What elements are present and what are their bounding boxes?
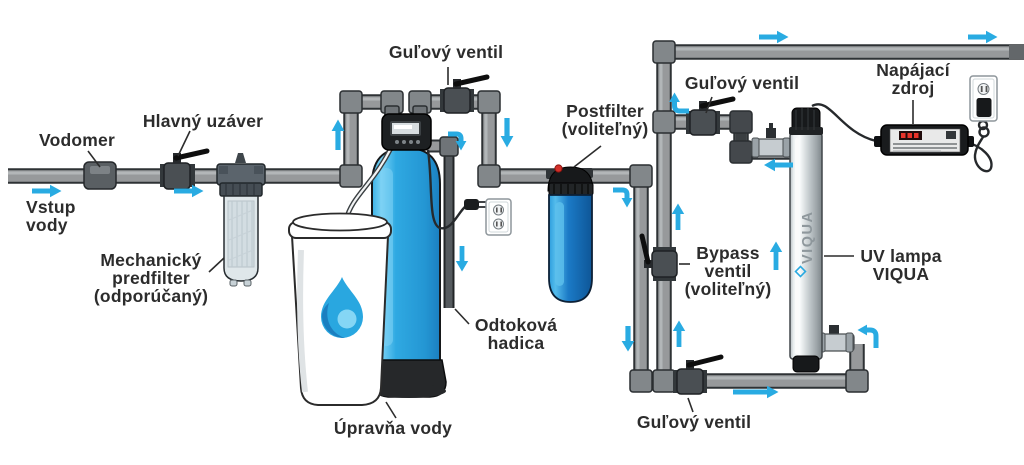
brine-tank xyxy=(288,212,392,406)
label-main-shutoff: Hlavný uzáver xyxy=(142,111,264,131)
bypass-valve xyxy=(639,233,678,281)
label-ball-valve-bottom: Guľový ventil xyxy=(636,412,752,432)
uv-top-fitting xyxy=(751,123,791,158)
softener-control-head xyxy=(381,113,432,151)
flow-arrows xyxy=(32,30,998,399)
leader-lines xyxy=(87,67,914,419)
label-ball-valve-top: Guľový ventil xyxy=(388,42,504,62)
pipe-fittings xyxy=(339,40,869,393)
uv-power-cable xyxy=(811,103,877,143)
label-ball-valve-right: Guľový ventil xyxy=(684,73,800,93)
label-power-supply: Napájací zdroj xyxy=(876,60,950,98)
power-outlet xyxy=(485,198,512,236)
water-softener xyxy=(343,113,486,398)
water-drop-icon xyxy=(321,277,363,338)
prefilter xyxy=(216,153,266,287)
ball-valve-bottom-line xyxy=(673,354,724,395)
label-postfilter: Postfilter (voliteľný) xyxy=(561,101,649,139)
pressure-release-button xyxy=(554,164,563,173)
main-shutoff-valve xyxy=(160,148,210,190)
viqua-logo-icon xyxy=(794,265,807,278)
pipe-end-shade xyxy=(1009,45,1024,59)
power-supply-unit xyxy=(874,124,974,156)
ball-valve-softener xyxy=(440,74,490,114)
ball-valve-uv-line xyxy=(686,96,736,136)
plugged-plug xyxy=(976,98,992,117)
water-meter xyxy=(83,161,117,190)
label-bypass-valve: Bypass ventil (voliteľný) xyxy=(684,243,772,299)
power-plug xyxy=(464,199,486,210)
label-prefilter: Mechanický predfilter (odporúčaný) xyxy=(93,250,209,306)
uv-lamp: VIQUA xyxy=(751,107,855,373)
label-uv-lamp: UV lampa VIQUA xyxy=(860,246,942,284)
softener-power-cord xyxy=(426,149,467,230)
postfilter xyxy=(546,164,594,303)
label-softener: Úpravňa vody xyxy=(333,418,453,438)
drain-hose xyxy=(428,136,459,308)
uv-bottom-fitting xyxy=(817,325,855,353)
uv-brand-text: VIQUA xyxy=(800,211,816,264)
uv-bottom-cap xyxy=(792,355,820,373)
label-water-inlet: Vstup vody xyxy=(26,197,76,235)
label-drain-hose: Odtoková hadica xyxy=(474,315,558,353)
valve-lever xyxy=(173,148,210,161)
label-water-meter: Vodomer xyxy=(39,130,115,150)
power-outlet-uv xyxy=(969,75,998,122)
